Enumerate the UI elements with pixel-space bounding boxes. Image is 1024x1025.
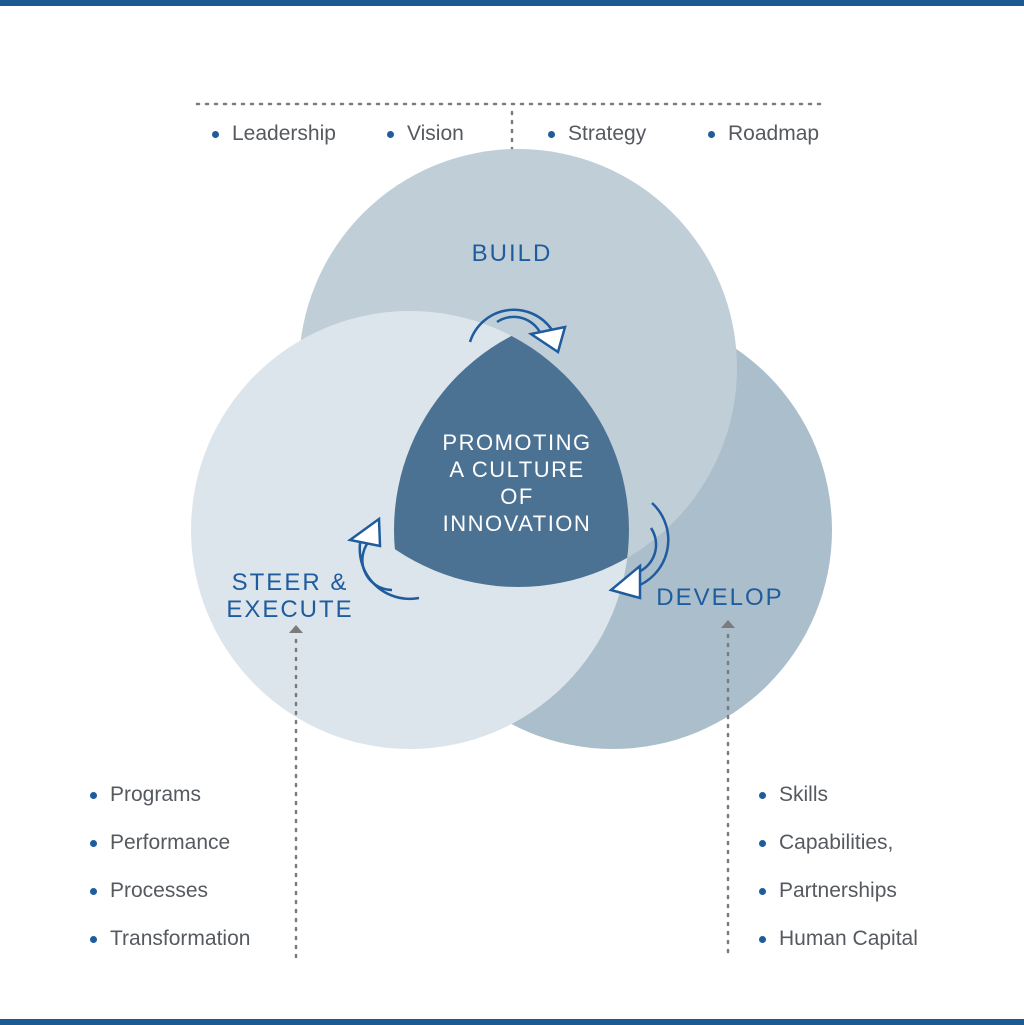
list-item: Human Capital (759, 927, 918, 951)
bullet-dot (90, 888, 97, 895)
cycle-arrow-top (468, 308, 567, 354)
list-item: Skills (759, 783, 918, 807)
list-item: Performance (90, 831, 250, 855)
cycle-arrow-right (608, 502, 670, 600)
list-item: Vision (387, 122, 464, 146)
bullet-dot (759, 936, 766, 943)
bullet-dot (759, 888, 766, 895)
bullet-dot (759, 792, 766, 799)
bullet-dot (548, 131, 555, 138)
list-item: Leadership (212, 122, 336, 146)
develop-bullet-list: Skills Capabilities, Partnerships Human … (759, 783, 918, 975)
center-intersection (394, 311, 629, 587)
top-rule (0, 0, 1024, 6)
list-item: Transformation (90, 927, 250, 951)
bullet-dot (387, 131, 394, 138)
steer-label-line-2: EXECUTE (226, 596, 353, 623)
steer-connector-arrowhead (289, 625, 303, 633)
center-line-3: OF (500, 484, 534, 509)
bullet-dot (90, 840, 97, 847)
list-item: Capabilities, (759, 831, 918, 855)
list-item: Processes (90, 879, 250, 903)
list-item: Roadmap (708, 122, 819, 146)
list-item: Programs (90, 783, 250, 807)
steer-label-line-1: STEER & (232, 569, 349, 596)
build-label: BUILD (472, 240, 553, 267)
bullet-dot (212, 131, 219, 138)
steer-bullet-list: Programs Performance Processes Transform… (90, 783, 250, 975)
bullet-dot (708, 131, 715, 138)
list-item: Strategy (548, 122, 646, 146)
develop-connector-arrowhead (721, 620, 735, 628)
center-line-4: INNOVATION (443, 511, 592, 536)
center-line-1: PROMOTING (442, 430, 591, 455)
center-line-2: A CULTURE (449, 457, 584, 482)
bottom-rule (0, 1019, 1024, 1025)
bullet-dot (759, 840, 766, 847)
list-item: Partnerships (759, 879, 918, 903)
bullet-dot (90, 936, 97, 943)
develop-label: DEVELOP (656, 584, 783, 611)
bullet-dot (90, 792, 97, 799)
cycle-arrow-left (346, 516, 420, 601)
